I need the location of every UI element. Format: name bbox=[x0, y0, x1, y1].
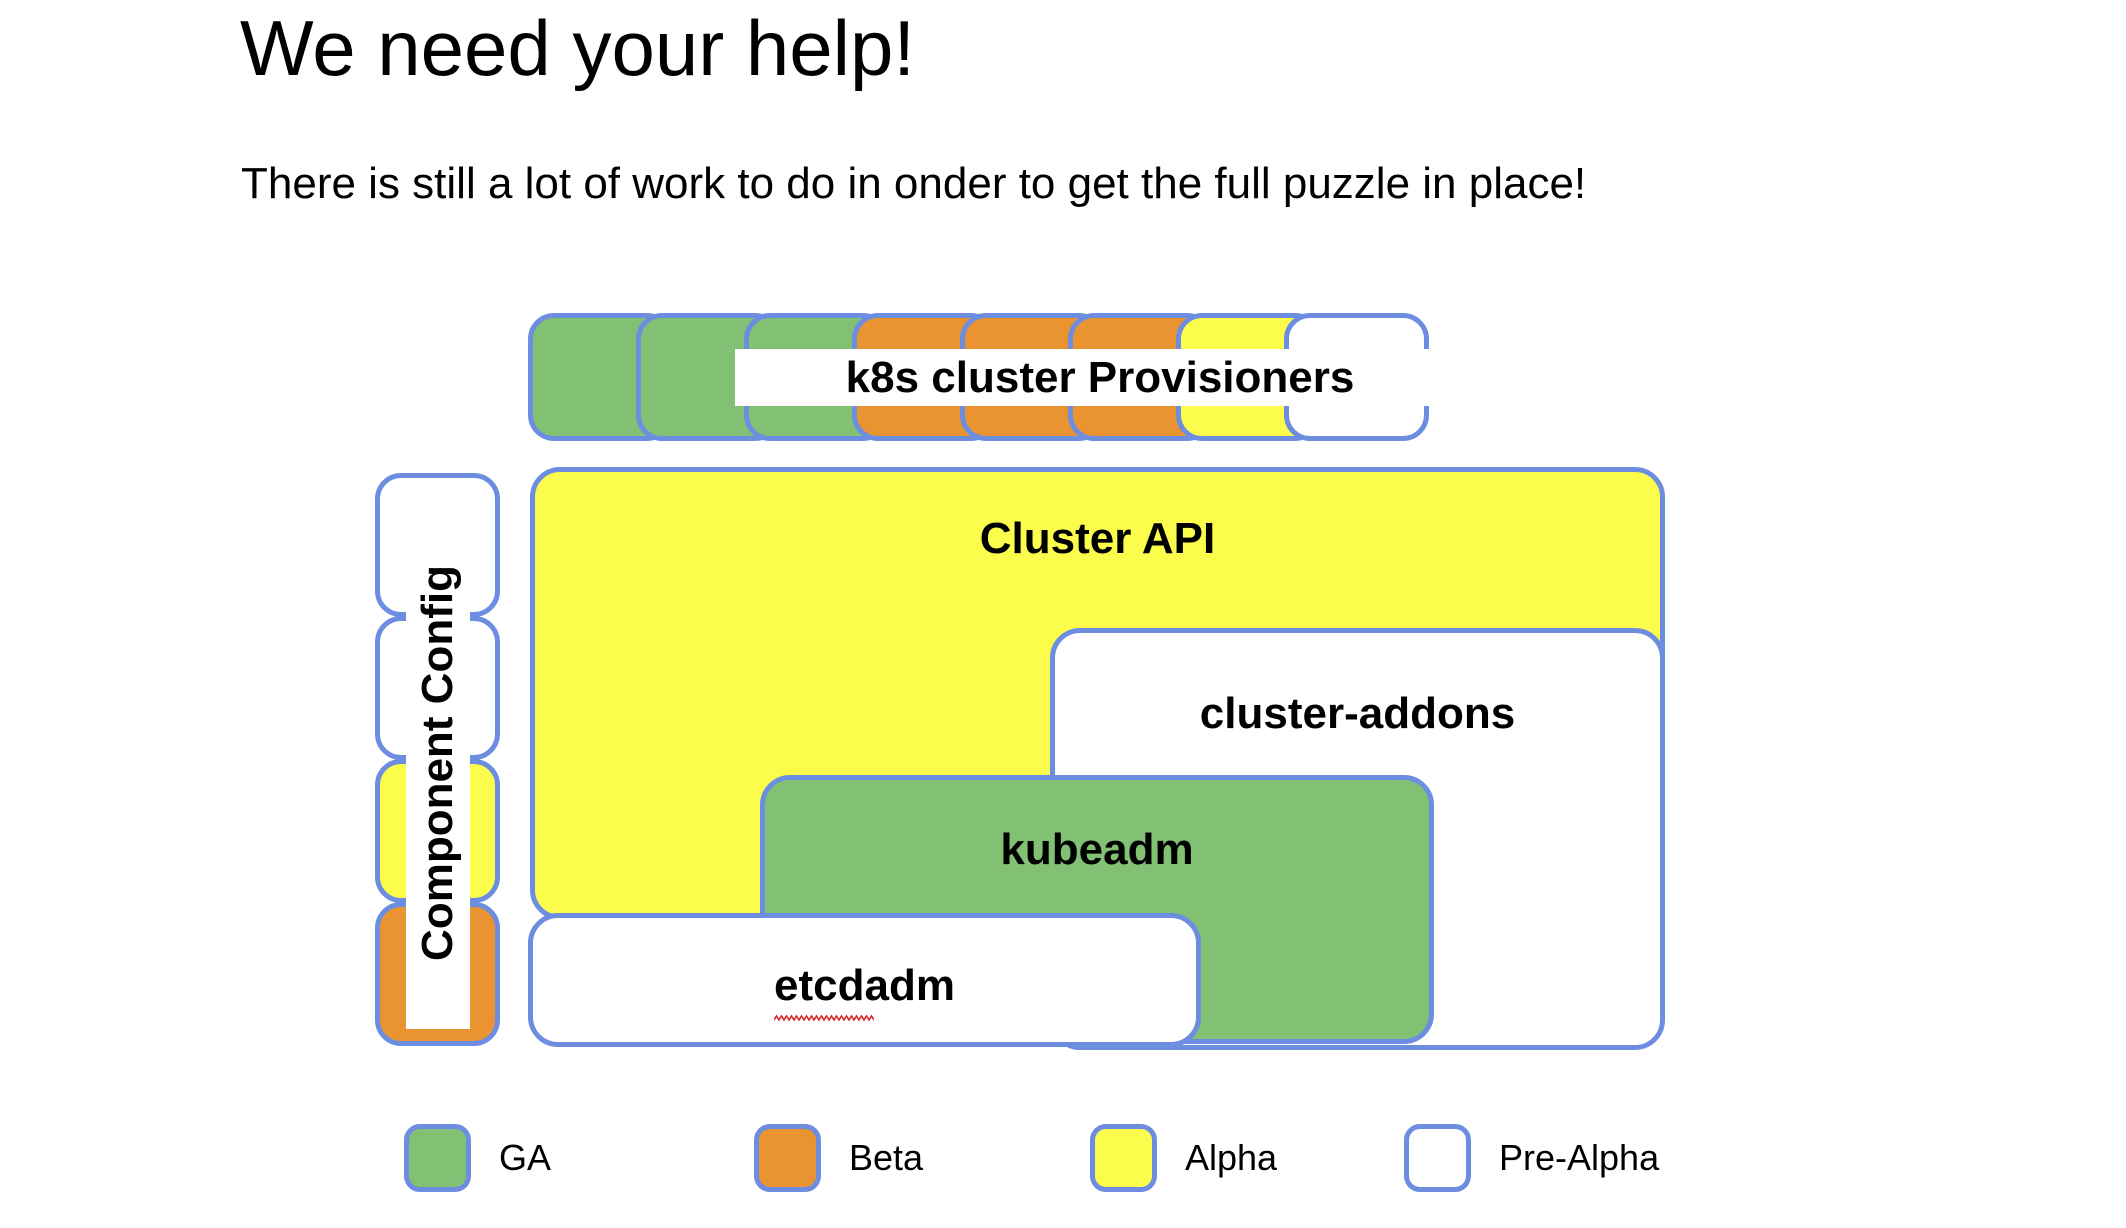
etcdadm-label-text-wrapper: etcdadm bbox=[774, 961, 955, 1011]
legend-beta-label: Beta bbox=[849, 1137, 924, 1178]
legend-alpha: Alpha bbox=[1090, 1124, 1277, 1192]
component-config-label-text: Component Config bbox=[413, 564, 463, 961]
legend-ga-label: GA bbox=[499, 1137, 552, 1178]
component-config-label: Component Config bbox=[406, 496, 470, 1029]
provisioner-row-label: k8s cluster Provisioners bbox=[735, 349, 1465, 406]
cluster-api-label: Cluster API bbox=[979, 514, 1216, 563]
kubeadm-label: kubeadm bbox=[1000, 825, 1194, 874]
legend-ga-swatch bbox=[404, 1124, 471, 1192]
etcdadm-label: etcdadm bbox=[533, 961, 1196, 1011]
legend-alpha-label: Alpha bbox=[1185, 1137, 1278, 1178]
legend-beta: Beta bbox=[754, 1124, 923, 1192]
legend-beta-swatch bbox=[754, 1124, 821, 1192]
spellcheck-squiggle-icon bbox=[774, 1014, 874, 1022]
page-title: We need your help! bbox=[240, 4, 915, 92]
legend-prealpha-swatch bbox=[1404, 1124, 1471, 1192]
legend: GA Beta Alpha Pre-Alpha bbox=[404, 1124, 1704, 1194]
legend-alpha-swatch bbox=[1090, 1124, 1157, 1192]
legend-prealpha-label: Pre-Alpha bbox=[1499, 1137, 1660, 1178]
etcdadm-box: etcdadm bbox=[528, 913, 1201, 1047]
etcdadm-label-text: etcdadm bbox=[774, 961, 955, 1010]
cluster-addons-label: cluster-addons bbox=[1199, 689, 1516, 738]
legend-prealpha: Pre-Alpha bbox=[1404, 1124, 1659, 1192]
legend-ga: GA bbox=[404, 1124, 551, 1192]
page-subtitle: There is still a lot of work to do in on… bbox=[241, 159, 1587, 208]
